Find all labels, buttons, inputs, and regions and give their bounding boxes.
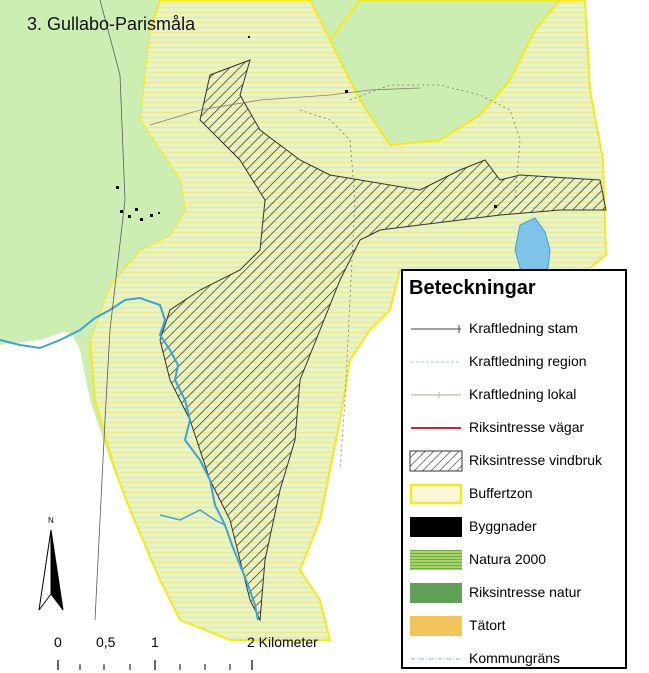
legend-label: Kommungräns	[469, 650, 561, 666]
legend-item-buffertzon: Buffertzon	[407, 480, 625, 506]
legend-item-riksintresse-vagar: Riksintresse vägar	[407, 414, 625, 440]
legend-item-riksintresse-natur: Riksintresse natur	[407, 579, 625, 605]
natura-inner-area	[328, 0, 562, 147]
legend-item-kommungrans: Kommungräns	[407, 645, 625, 671]
kraftledning-lokal-symbol	[411, 392, 461, 398]
riksintresse-vindbruk-area	[159, 59, 607, 622]
legend-item-byggnader: Byggnader	[407, 513, 625, 539]
kraftledning-region-symbol	[411, 361, 461, 363]
building-cluster	[116, 36, 497, 221]
legend-item-tatort: Tätort	[407, 612, 625, 638]
kraftledning-region-line	[299, 109, 356, 471]
legend-label: Riksintresse vägar	[469, 419, 585, 435]
legend-item-kraftledning-lokal: Kraftledning lokal	[407, 381, 625, 407]
legend-label: Byggnader	[469, 518, 537, 534]
legend-label: Natura 2000	[469, 551, 547, 567]
legend-item-riksintresse-vindbruk: Riksintresse vindbruk	[407, 447, 625, 473]
scale-bar: 0 0,5 1 2 Kilometer	[0, 630, 400, 673]
legend-label: Kraftledning region	[469, 353, 587, 369]
legend-label: Riksintresse natur	[469, 584, 582, 600]
kraftledning-stam-symbol	[411, 325, 461, 333]
legend-label: Riksintresse vindbruk	[469, 452, 603, 468]
kommungrans-symbol	[411, 658, 461, 660]
lake	[514, 217, 551, 276]
legend-label: Kraftledning lokal	[469, 386, 577, 402]
natura-west-area	[0, 30, 185, 345]
scale-ticks	[57, 660, 253, 670]
river	[0, 296, 259, 621]
legend-title: Beteckningar	[409, 277, 536, 299]
riksintresse-natur-symbol	[410, 583, 462, 603]
north-arrow-icon	[38, 529, 64, 611]
legend-label: Kraftledning stam	[469, 320, 578, 336]
byggnader-symbol	[410, 517, 462, 537]
buffertzon-symbol	[409, 483, 463, 505]
riksintresse-vindbruk-symbol	[409, 450, 463, 472]
legend-label: Tätort	[469, 617, 506, 633]
legend-item-natura-2000: Natura 2000	[407, 546, 625, 572]
riksintresse-vagar-symbol	[411, 427, 461, 429]
natura-2000-symbol	[410, 550, 462, 570]
scale-label-0: 0	[54, 634, 62, 650]
kraftledning-stam-line	[94, 0, 126, 621]
legend-panel: Beteckningar Kraftledning stam Kraftledn…	[401, 269, 627, 669]
legend-item-kraftledning-region: Kraftledning region	[407, 348, 625, 374]
scale-label-1: 1	[151, 634, 159, 650]
map-title: 3. Gullabo-Parismåla	[27, 14, 196, 34]
tatort-symbol	[410, 616, 462, 636]
legend-label: Buffertzon	[469, 485, 533, 501]
legend-item-kraftledning-stam: Kraftledning stam	[407, 315, 625, 341]
north-label: N	[48, 516, 54, 525]
scale-label-2: 2 Kilometer	[247, 634, 318, 650]
scale-label-half: 0,5	[96, 634, 116, 650]
river-branch	[159, 509, 226, 526]
